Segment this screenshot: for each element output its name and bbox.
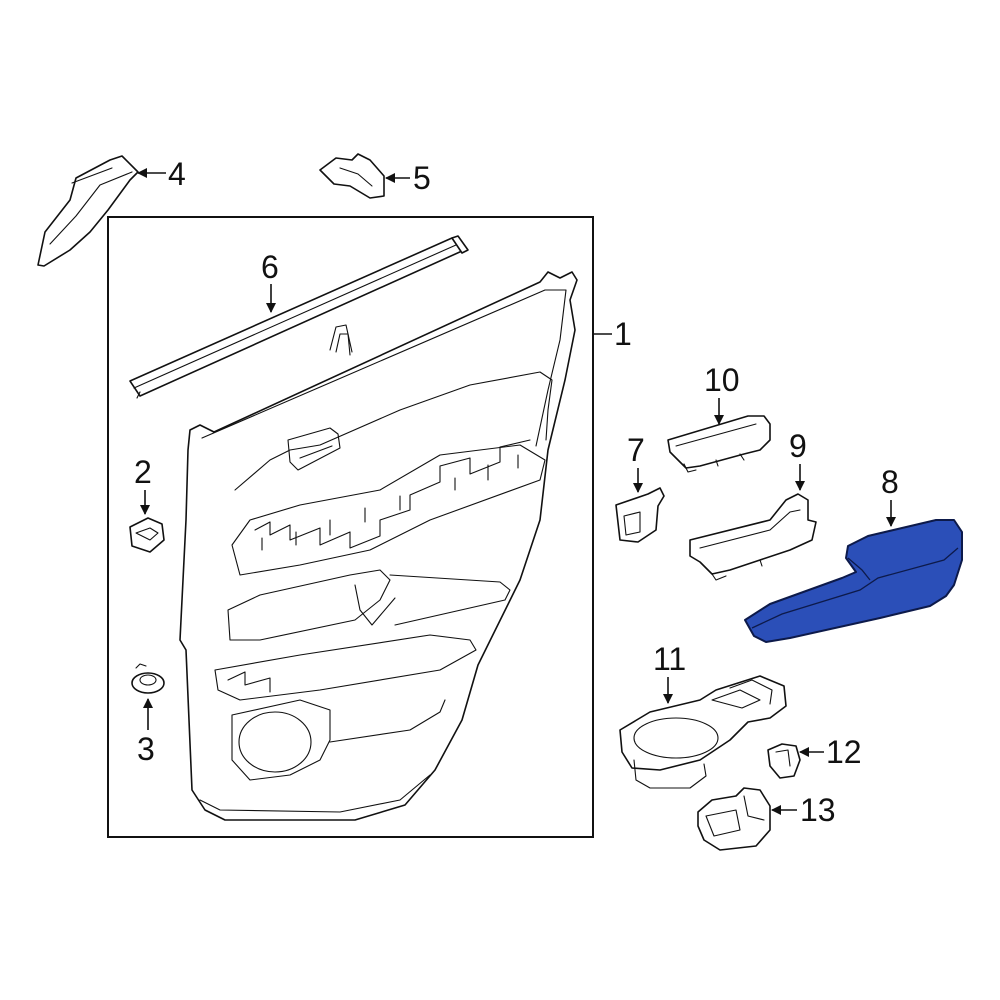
callout-1: 1 (614, 316, 632, 352)
armrest-highlight (744, 519, 963, 643)
callout-11: 11 (653, 641, 686, 677)
part-3-grommet (131, 663, 165, 694)
callout-13: 13 (800, 792, 836, 828)
callout-10: 10 (704, 362, 740, 398)
callout-6: 6 (261, 249, 279, 285)
door-trim-panel (179, 271, 578, 821)
part-12-clip (767, 743, 801, 779)
callout-2: 2 (134, 454, 152, 490)
part-13-holder (697, 787, 771, 851)
part-6-weatherstrip (129, 235, 469, 399)
part-2-clip (129, 517, 165, 553)
callout-12: 12 (826, 734, 862, 770)
callout-8: 8 (881, 464, 899, 500)
part-8-armrest (744, 519, 963, 643)
part-9-bracket (689, 493, 817, 581)
callout-5: 5 (413, 160, 431, 196)
part-4-sash-trim (37, 155, 139, 267)
callout-3: 3 (137, 731, 155, 767)
callout-4: 4 (168, 156, 186, 192)
part-10-switch-panel (667, 415, 771, 473)
callout-7: 7 (627, 432, 645, 468)
door-panel-assembly-frame (107, 216, 594, 838)
part-11-cup-holder (619, 675, 787, 789)
part-5-bracket (319, 153, 385, 199)
callout-9: 9 (789, 428, 807, 464)
part-7-cover (615, 487, 665, 543)
